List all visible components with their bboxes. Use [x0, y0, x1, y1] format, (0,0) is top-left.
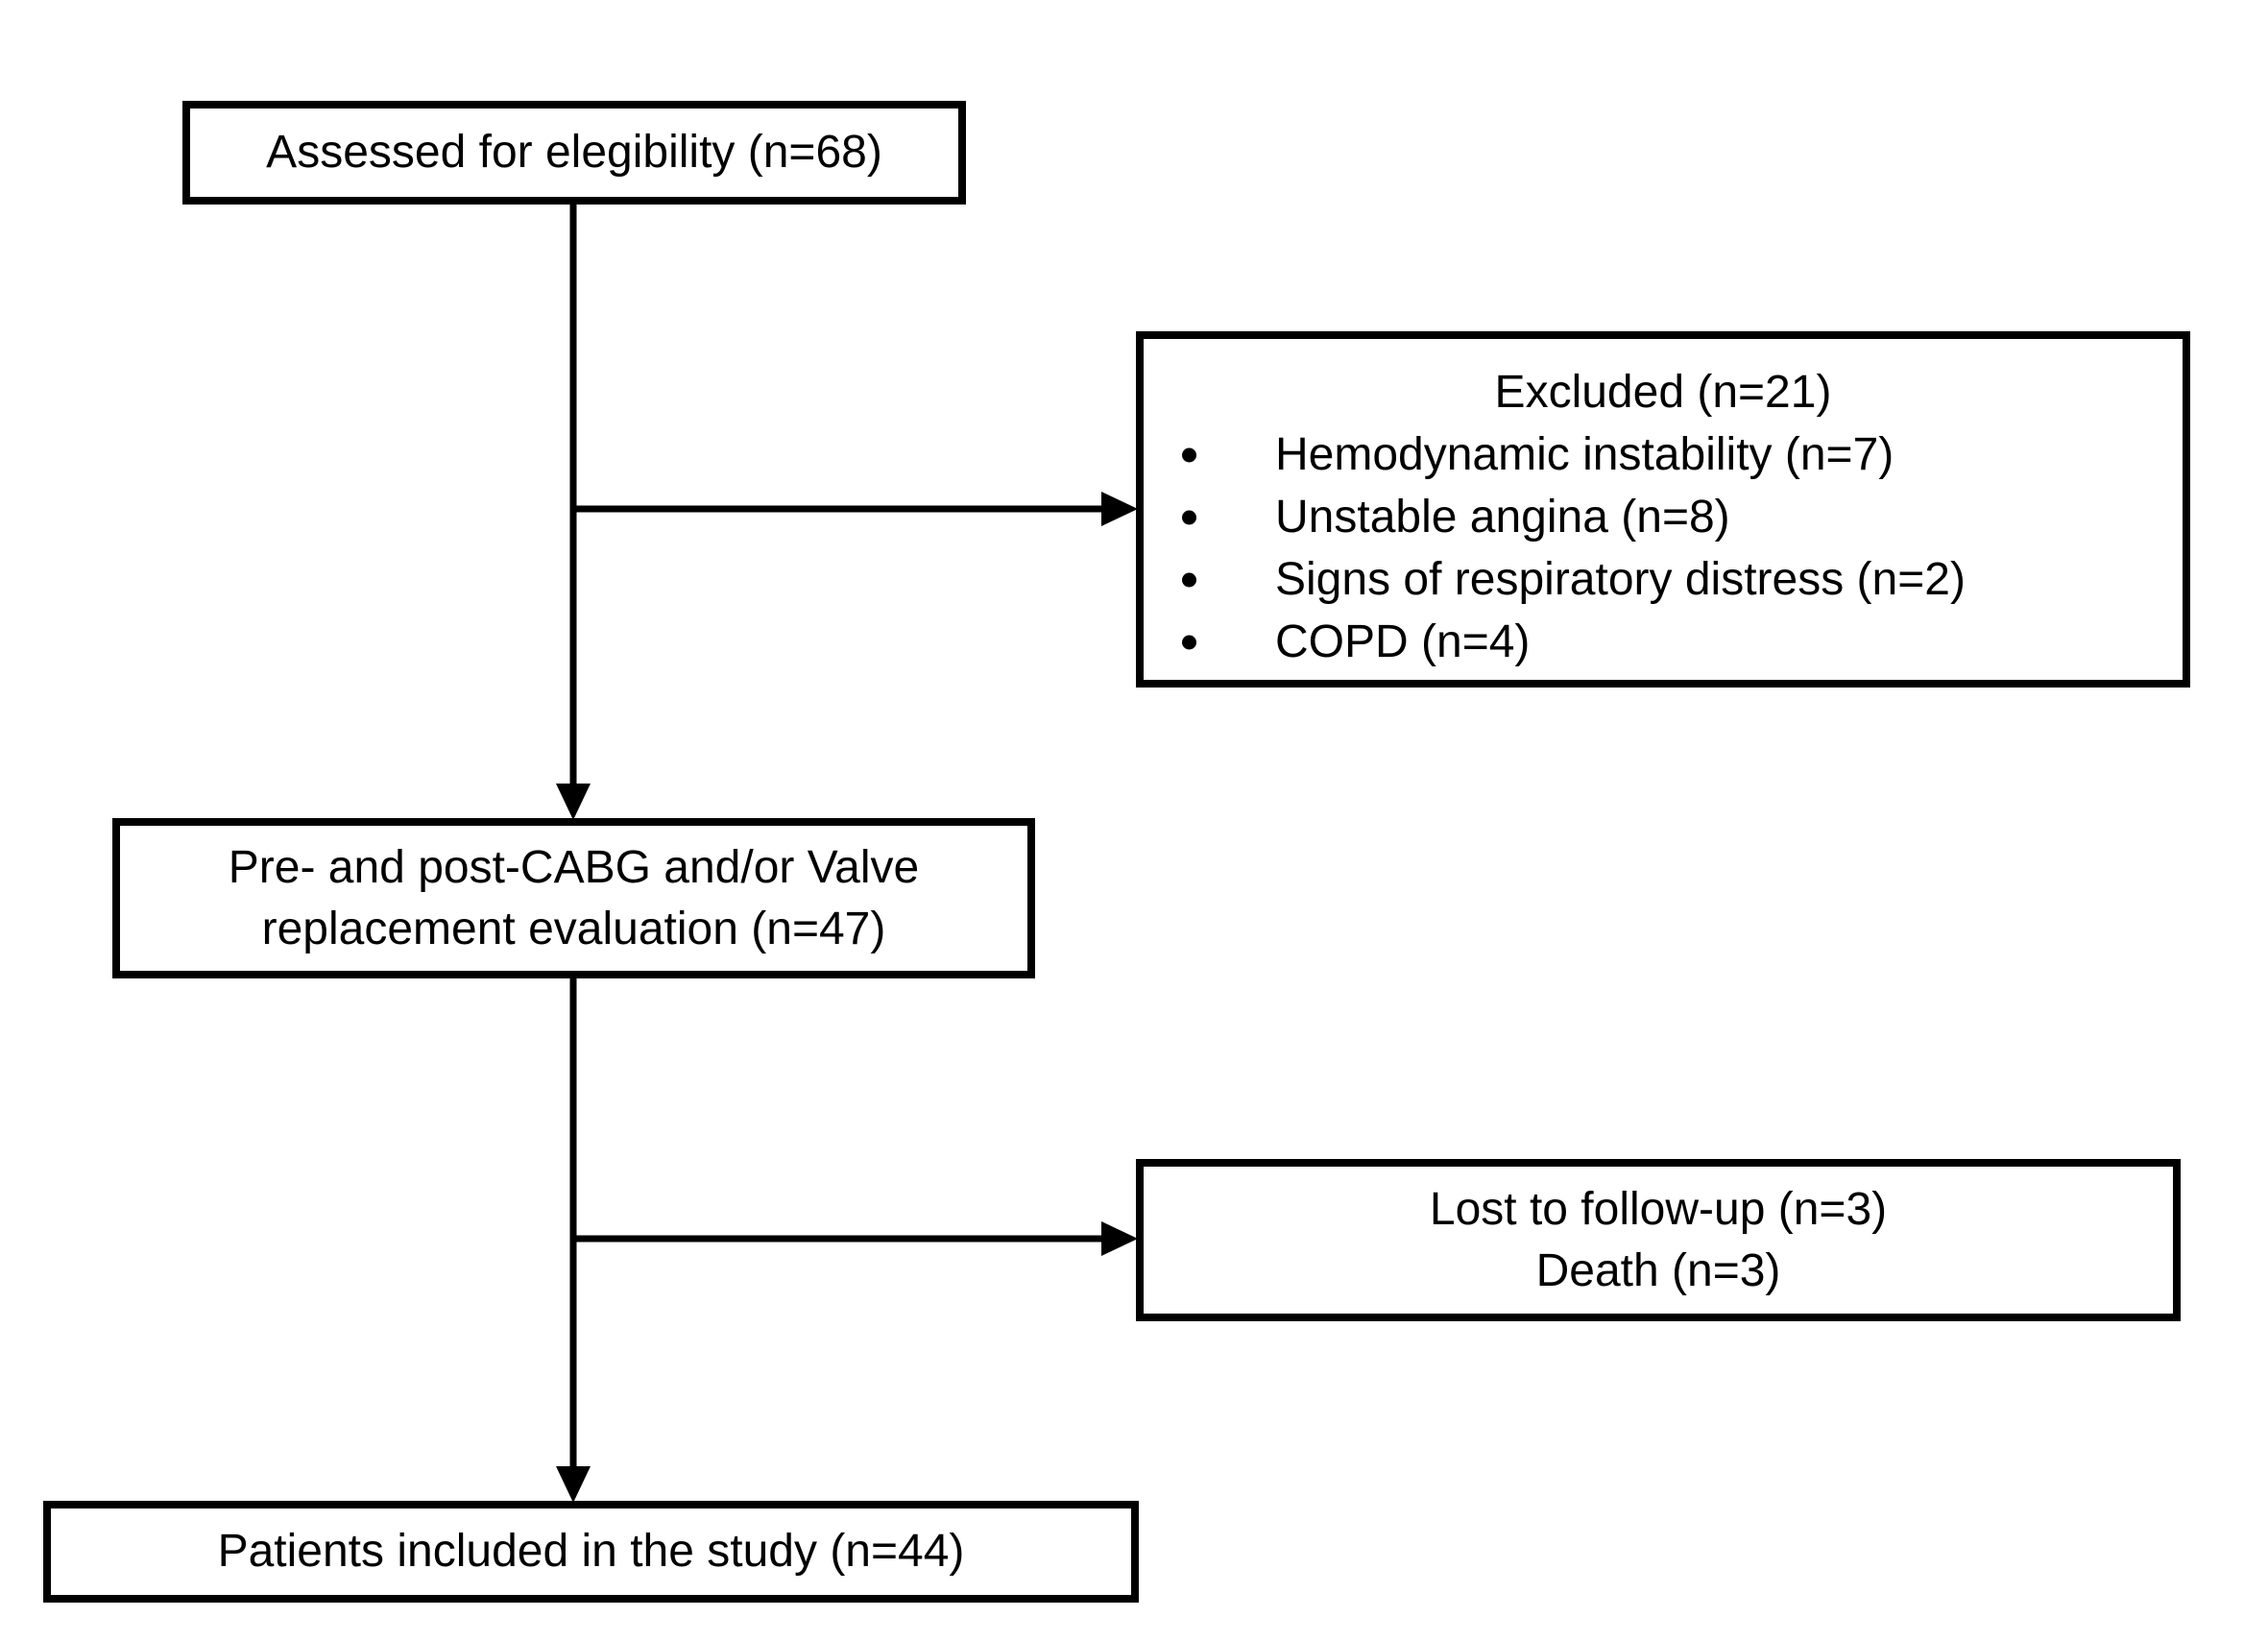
arrowhead-down-included — [556, 1466, 591, 1503]
list-item: Hemodynamic instability (n=7) — [1144, 423, 2183, 486]
box-lost-to-followup: Lost to follow-up (n=3) Death (n=3) — [1136, 1159, 2181, 1321]
excluded-reason: COPD (n=4) — [1275, 616, 1531, 667]
list-item: Unstable angina (n=8) — [1144, 486, 2183, 548]
evaluation-label-line1: Pre- and post-CABG and/or Valve — [228, 841, 920, 893]
box-assessed-for-eligibility: Assessed for elegibility (n=68) — [182, 101, 966, 205]
bullet-icon — [1182, 510, 1196, 524]
assessed-label: Assessed for elegibility (n=68) — [266, 127, 882, 178]
arrowhead-right-followup — [1101, 1221, 1138, 1256]
excluded-reason: Signs of respiratory distress (n=2) — [1275, 554, 1966, 605]
excluded-reason-list: Hemodynamic instability (n=7) Unstable a… — [1144, 423, 2183, 673]
excluded-title: Excluded (n=21) — [1494, 367, 1832, 418]
followup-label-line1: Lost to follow-up (n=3) — [1429, 1183, 1888, 1235]
box-patients-included: Patients included in the study (n=44) — [43, 1501, 1139, 1603]
followup-label-line2: Death (n=3) — [1535, 1244, 1781, 1296]
evaluation-label-line2: replacement evaluation (n=47) — [261, 903, 886, 954]
excluded-reason: Hemodynamic instability (n=7) — [1275, 429, 1894, 480]
excluded-reason: Unstable angina (n=8) — [1275, 492, 1730, 543]
box-excluded: Excluded (n=21) Hemodynamic instability … — [1136, 331, 2190, 688]
list-item: COPD (n=4) — [1144, 611, 2183, 673]
arrowhead-down-evaluation — [556, 784, 591, 820]
included-label: Patients included in the study (n=44) — [217, 1526, 965, 1577]
bullet-icon — [1182, 572, 1196, 587]
bullet-icon — [1182, 635, 1196, 649]
bullet-icon — [1182, 447, 1196, 462]
arrowhead-right-excluded — [1101, 492, 1138, 526]
box-evaluation: Pre- and post-CABG and/or Valve replacem… — [112, 818, 1035, 978]
list-item: Signs of respiratory distress (n=2) — [1144, 548, 2183, 611]
